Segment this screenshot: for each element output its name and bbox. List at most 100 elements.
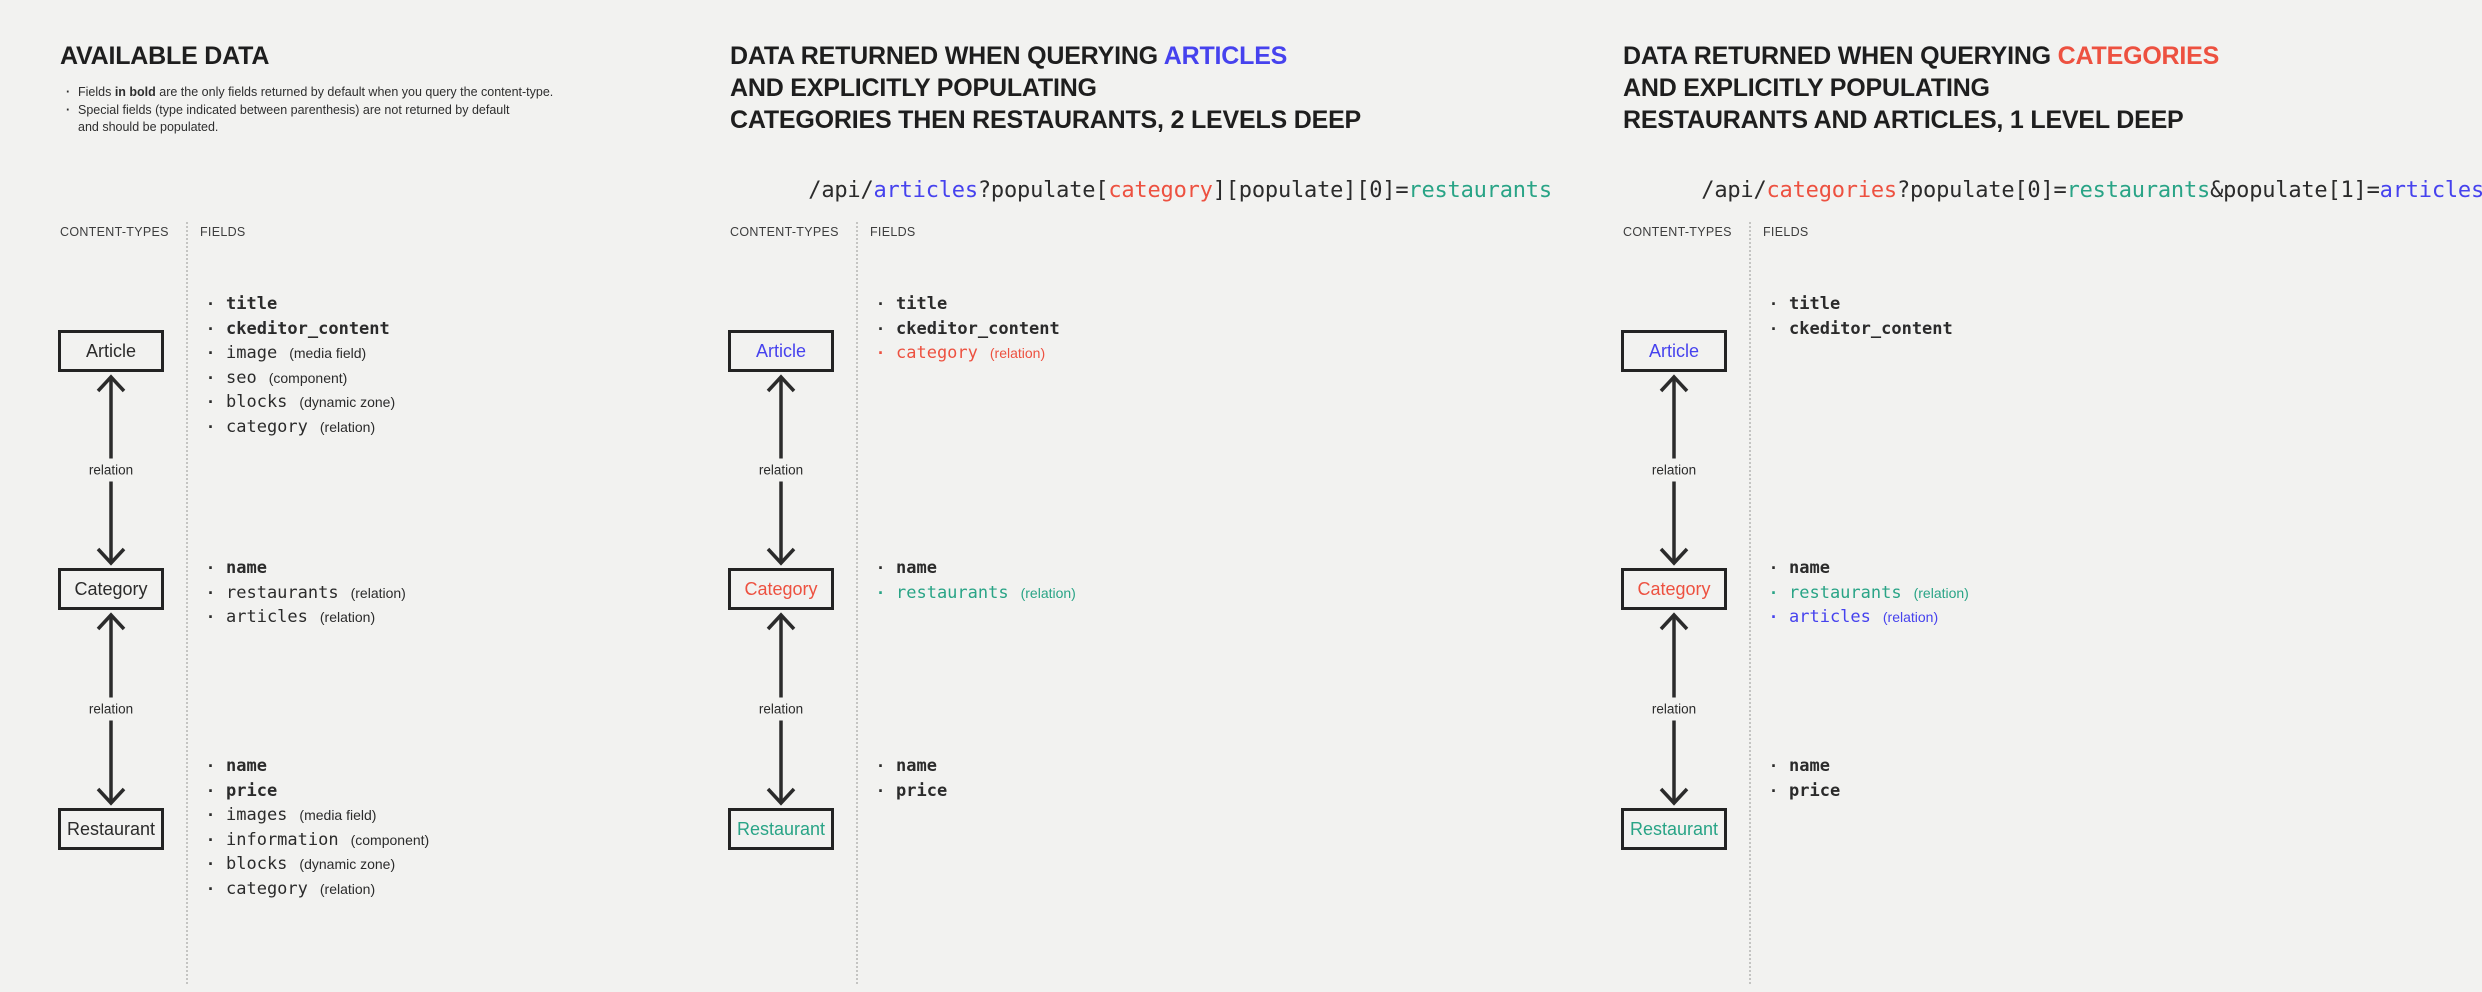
title-line: DATA RETURNED WHEN QUERYING CATEGORIES — [1623, 42, 2220, 70]
field-name: articles — [226, 607, 308, 628]
bullet-icon — [878, 292, 884, 317]
box-label: Restaurant — [66, 818, 156, 839]
box-label: Restaurant — [1629, 818, 1719, 839]
field-item: articles (relation) — [1771, 605, 1969, 630]
field-type: (relation) — [989, 345, 1046, 362]
field-item: category(relation) — [208, 877, 429, 902]
bullet-icon — [1771, 754, 1777, 779]
bullet-icon — [1771, 556, 1777, 581]
field-type: (component) — [268, 369, 348, 386]
field-item: title — [208, 292, 395, 317]
column-divider — [1749, 222, 1751, 984]
box-label: Category — [74, 578, 148, 599]
column-label-fields: FIELDS — [870, 225, 916, 239]
field-name: information — [226, 829, 339, 850]
box-label: Article — [85, 340, 136, 361]
bullet-icon — [208, 779, 214, 804]
field-item: ckeditor_content — [1771, 317, 1953, 342]
field-type: (relation) — [1020, 584, 1076, 601]
field-item: restaurants(relation) — [208, 581, 406, 606]
field-item: category (relation) — [878, 341, 1060, 366]
bullet-icon — [66, 102, 70, 120]
field-name: restaurants — [226, 582, 339, 603]
field-name: name — [226, 558, 267, 578]
title-line: CATEGORIES THEN RESTAURANTS, 2 LEVELS DE… — [730, 106, 1362, 134]
relation-connector: relation — [1648, 372, 1700, 568]
field-item: price — [1771, 779, 1840, 804]
bullet-icon — [1771, 779, 1777, 804]
field-item: blocks(dynamic zone) — [208, 390, 395, 415]
column-label-content-types: CONTENT-TYPES — [730, 225, 839, 239]
field-name: blocks — [226, 854, 288, 875]
code-segment: &populate[1]= — [2210, 178, 2380, 203]
note-text: Fields in bold are the only fields retur… — [78, 85, 554, 99]
field-name: seo — [226, 367, 257, 388]
bullet-icon — [66, 84, 70, 102]
bullet-icon — [208, 754, 214, 779]
bullet-icon — [1771, 317, 1777, 342]
code-segment: restaurants — [2066, 178, 2211, 203]
relation-connector: relation — [755, 610, 807, 808]
field-item: images(media field) — [208, 803, 429, 828]
field-item: restaurants(relation) — [1771, 581, 1969, 606]
fields-list-category: name restaurants(relation) — [878, 556, 1076, 605]
title-line: RESTAURANTS AND ARTICLES, 1 LEVEL DEEP — [1623, 106, 2184, 134]
field-type: (relation) — [1882, 609, 1939, 626]
field-item: name — [1771, 556, 1969, 581]
field-item: price — [878, 779, 947, 804]
content-type-box-article: Article — [1621, 330, 1727, 372]
title-line: DATA RETURNED WHEN QUERYING ARTICLES — [730, 42, 1288, 70]
field-item: image(media field) — [208, 341, 395, 366]
code-segment: /api/ — [1701, 178, 1767, 203]
arrowhead-up-icon — [766, 374, 796, 393]
bullet-icon — [878, 581, 884, 606]
box-label: Category — [1637, 578, 1711, 599]
fields-list-category: name restaurants(relation) articles (rela… — [1771, 556, 1969, 630]
code-segment: articles — [873, 178, 979, 203]
notes: Fields in bold are the only fields retur… — [66, 84, 553, 137]
panel-available-data: AVAILABLE DATA Fields in bold are the on… — [58, 0, 718, 992]
content-type-box-article: Article — [728, 330, 834, 372]
field-type: (dynamic zone) — [299, 856, 396, 873]
field-name: name — [896, 558, 937, 578]
field-name: name — [1789, 756, 1830, 776]
arrowhead-down-icon — [766, 547, 796, 566]
fields-list-restaurant: name price images(media field) informati… — [208, 754, 429, 902]
relation-connector: relation — [1648, 610, 1700, 808]
field-name: images — [226, 805, 288, 826]
relation-label: relation — [85, 697, 137, 721]
column-label-content-types: CONTENT-TYPES — [60, 225, 169, 239]
bullet-icon — [208, 317, 214, 342]
bullet-icon — [878, 556, 884, 581]
field-item: price — [208, 779, 429, 804]
field-name: category — [896, 343, 978, 364]
field-name: articles — [1789, 607, 1871, 628]
field-name: ckeditor_content — [1789, 318, 1953, 339]
relation-label: relation — [1648, 697, 1700, 721]
field-item: information(component) — [208, 828, 429, 853]
bullet-icon — [208, 341, 214, 366]
content-type-box-restaurant: Restaurant — [1621, 808, 1727, 850]
bullet-icon — [1771, 581, 1777, 606]
field-type: (relation) — [319, 609, 376, 626]
field-item: title — [1771, 292, 1953, 317]
arrowhead-down-icon — [766, 787, 796, 806]
field-type: (relation) — [319, 880, 376, 897]
relation-connector: relation — [85, 372, 137, 568]
field-name: price — [896, 780, 948, 801]
bullet-icon — [208, 366, 214, 391]
column-divider — [186, 222, 188, 984]
field-type: (media field) — [289, 345, 367, 362]
relation-label: relation — [85, 458, 137, 482]
field-item: restaurants(relation) — [878, 581, 1076, 606]
field-item: ckeditor_content — [208, 317, 395, 342]
arrowhead-up-icon — [96, 612, 126, 631]
column-label-content-types: CONTENT-TYPES — [1623, 225, 1732, 239]
arrowhead-down-icon — [1659, 547, 1689, 566]
field-item: name — [1771, 754, 1840, 779]
box-label: Restaurant — [736, 818, 826, 839]
content-type-box-category: Category — [728, 568, 834, 610]
code-segment: category — [1108, 178, 1213, 203]
field-item: articles (relation) — [208, 605, 406, 630]
title-highlight: ARTICLES — [1163, 42, 1288, 70]
